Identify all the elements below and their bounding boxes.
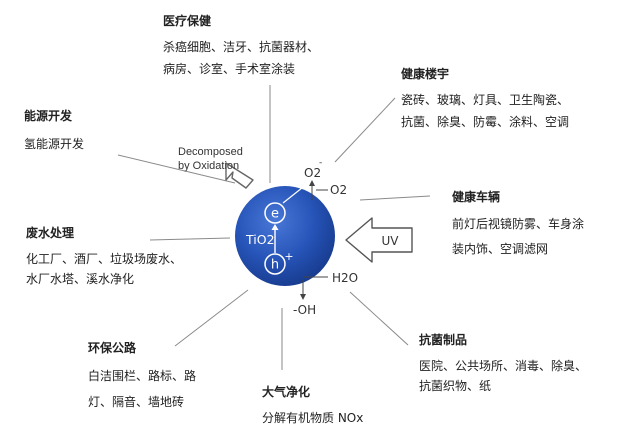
vehicle-title: 健康车辆: [452, 190, 501, 204]
energy-line1: 氢能源开发: [24, 137, 85, 151]
road-line1: 白洁围栏、路标、路: [88, 369, 197, 383]
superoxide-charge: -: [319, 158, 322, 168]
hole-label: h: [271, 258, 279, 273]
air-block: 大气净化 分解有机物质 NOx: [262, 383, 363, 427]
antibacterial-block: 抗菌制品 医院、公共场所、消毒、除臭、 抗菌织物、纸: [419, 331, 587, 395]
decomposed-arrow: [225, 162, 254, 189]
building-title: 健康楼宇: [401, 67, 450, 81]
wastewater-title: 废水处理: [26, 226, 75, 240]
medical-line1: 杀癌细胞、洁牙、抗菌器材、: [163, 40, 320, 54]
air-title: 大气净化: [262, 385, 311, 399]
building-block: 健康楼宇 瓷砖、玻璃、灯具、卫生陶瓷、 抗菌、除臭、防霉、涂料、空调: [401, 65, 569, 131]
road-title: 环保公路: [88, 341, 137, 355]
antibacterial-line1: 医院、公共场所、消毒、除臭、: [419, 359, 588, 373]
building-line2: 抗菌、除臭、防霉、涂料、空调: [401, 115, 570, 129]
o2-reaction-line: [282, 179, 313, 204]
wastewater-block: 废水处理 化工厂、酒厂、垃圾场废水、 水厂水塔、溪水净化: [26, 224, 182, 288]
decomposed-text: Decomposed by Oxidation: [178, 145, 243, 173]
hole-circle: [264, 253, 286, 275]
antibacterial-title: 抗菌制品: [419, 333, 468, 347]
electron-circle: [264, 202, 286, 224]
medical-block: 医疗保健 杀癌细胞、洁牙、抗菌器材、 病房、诊室、手术室涂装: [163, 12, 319, 78]
energy-block: 能源开发 氢能源开发: [24, 107, 84, 153]
vehicle-block: 健康车辆 前灯后视镜防雾、车身涂 装内饰、空调滤网: [452, 188, 584, 258]
superoxide-arrow-head: [309, 180, 315, 186]
air-line1: 分解有机物质 NOx: [262, 411, 364, 425]
medical-title: 医疗保健: [163, 14, 212, 28]
road-block: 环保公路 白洁围栏、路标、路 灯、隔音、墙地砖: [88, 339, 196, 411]
uv-label: UV: [382, 234, 400, 248]
connector-energy: [117, 154, 236, 184]
oxygen-label: O2: [330, 183, 347, 197]
connector-road: [174, 289, 249, 347]
electron-label: e: [271, 207, 279, 222]
connector-wastewater: [149, 237, 231, 241]
wastewater-line2: 水厂水塔、溪水净化: [26, 272, 135, 286]
medical-line2: 病房、诊室、手术室涂装: [163, 62, 296, 76]
hole-charge: +: [284, 250, 293, 263]
hydroxyl-label: -OH: [293, 303, 316, 317]
energy-title: 能源开发: [24, 109, 73, 123]
superoxide-label: O2: [304, 166, 321, 180]
tio2-sphere: [235, 186, 335, 286]
antibacterial-line2: 抗菌织物、纸: [419, 379, 492, 393]
uv-arrow: [345, 217, 413, 263]
water-label: H2O: [332, 271, 358, 285]
connector-antibacterial: [349, 291, 409, 346]
hydroxyl-arrow-head: [300, 294, 306, 300]
vehicle-line1: 前灯后视镜防雾、车身涂: [452, 217, 585, 231]
excitation-arrow-head: [271, 224, 279, 230]
decomposed-line2: by Oxidation: [178, 160, 240, 172]
connector-vehicle: [359, 195, 431, 201]
vehicle-line2: 装内饰、空调滤网: [452, 242, 549, 256]
wastewater-line1: 化工厂、酒厂、垃圾场废水、: [26, 252, 183, 266]
decomposed-line1: Decomposed: [178, 146, 243, 158]
connector-building: [334, 97, 396, 163]
connector-lines: [117, 85, 431, 370]
building-line1: 瓷砖、玻璃、灯具、卫生陶瓷、: [401, 93, 570, 107]
road-line2: 灯、隔音、墙地砖: [88, 395, 185, 409]
tio2-label: TiO2: [245, 232, 275, 247]
